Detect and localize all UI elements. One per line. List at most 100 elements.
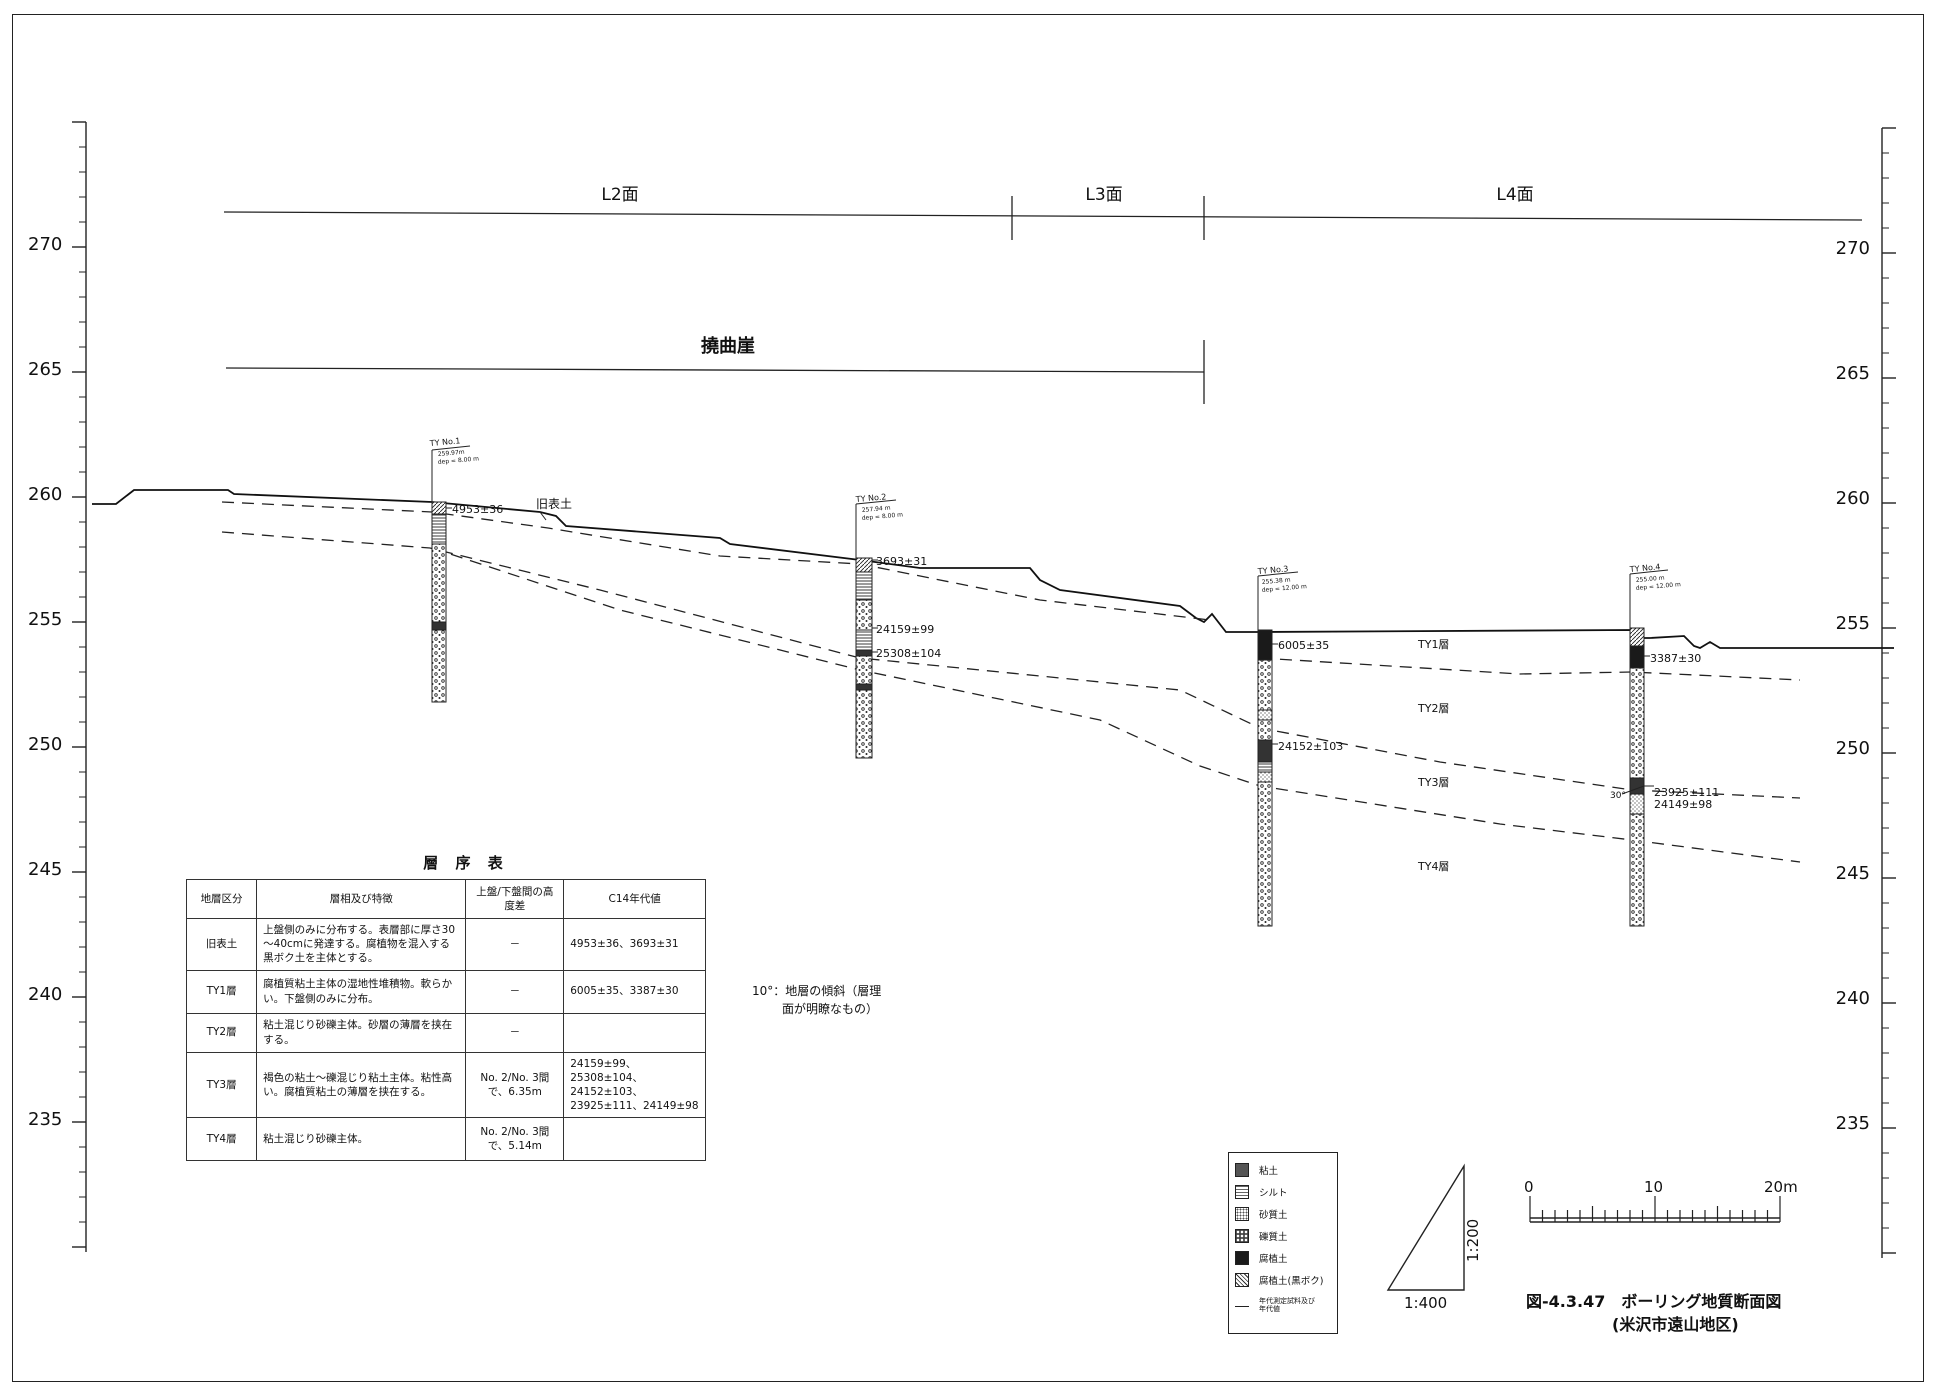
elev-label-250-left: 250 xyxy=(28,734,62,755)
dip-note: 10°：地層の傾斜（層理 面が明瞭なもの） xyxy=(752,982,881,1018)
legend-item-sand: 砂質土 xyxy=(1235,1203,1331,1225)
cell-unit: TY1層 xyxy=(185,969,258,1014)
surface-divisions: L2面 L3面 L4面 xyxy=(223,185,1863,240)
borehole-ty1-depth: dep = 8.00 m xyxy=(438,455,480,466)
age-label-1: 4953±36 xyxy=(452,503,503,516)
borehole-ty4-name: TY No.4 xyxy=(1628,562,1660,574)
cell-desc: 粘土混じり砂礫主体。砂層の薄層を挟在する。 xyxy=(256,1012,467,1053)
borehole-ty2: TY No.2 257.94 m dep = 8.00 m 3693±31 24… xyxy=(854,492,941,759)
figure-caption-title: 図-4.3.47 ボーリング地質断面図 xyxy=(1526,1292,1782,1311)
table-row: TY3層 褐色の粘土～礫混じり粘土主体。粘性高い。腐植質粘土の薄層を挟在する。 … xyxy=(185,1051,706,1119)
borehole-ty1-name: TY No.1 xyxy=(428,436,460,448)
borehole-ty3-elev: 255.38 m xyxy=(1262,577,1291,586)
borehole-ty3-depth: dep = 12.00 m xyxy=(1262,583,1308,594)
scale-bar-label-0: 0 xyxy=(1524,1178,1534,1196)
table-row: TY4層 粘土混じり砂礫主体。 No. 2/No. 3間で、5.14m xyxy=(185,1117,706,1162)
legend-label-kuroboku: 腐植土(黒ボク) xyxy=(1259,1276,1324,1287)
elev-label-235-left: 235 xyxy=(28,1109,62,1130)
legend-label-sample: 年代測定試料及び年代値 xyxy=(1259,1297,1315,1313)
old-topsoil-label: 旧表土 xyxy=(536,497,572,511)
borehole-ty3-name: TY No.3 xyxy=(1256,564,1288,576)
cell-diff: No. 2/No. 3間で、6.35m xyxy=(465,1051,565,1119)
cell-c14: 4953±36、3693±31 xyxy=(563,918,706,971)
boundary-ty1-base xyxy=(1259,657,1801,681)
stratigraphy-table-title: 層 序 表 xyxy=(423,854,509,872)
silt-swatch xyxy=(1235,1185,1249,1199)
legend-item-silt: シルト xyxy=(1235,1181,1331,1203)
elev-label-270-right: 270 xyxy=(1836,238,1870,259)
header-unit: 地層区分 xyxy=(185,879,258,919)
figure-caption-subtitle: (米沢市遠山地区) xyxy=(1612,1315,1739,1335)
cell-unit: TY2層 xyxy=(185,1012,258,1053)
elev-label-240-right: 240 xyxy=(1836,988,1870,1009)
elev-label-260-left: 260 xyxy=(28,484,62,505)
cell-diff: － xyxy=(465,1012,565,1053)
legend-label-clay: 粘土 xyxy=(1259,1166,1279,1177)
sample-marker-dash xyxy=(1235,1305,1249,1307)
scale-horizontal-ratio: 1:400 xyxy=(1404,1294,1447,1312)
borehole-ty1: TY No.1 259.97m dep = 8.00 m 4953±36 旧表土 xyxy=(428,436,572,703)
age-label-6: 24152±103 xyxy=(1278,740,1343,753)
cell-diff: No. 2/No. 3間で、5.14m xyxy=(465,1117,565,1162)
ground-surface-line xyxy=(92,489,1894,649)
elev-label-260-right: 260 xyxy=(1836,488,1870,509)
elev-label-255-right: 255 xyxy=(1836,613,1870,634)
legend-label-humus: 腐植土 xyxy=(1259,1254,1288,1265)
boundary-old-topsoil-base xyxy=(221,501,1211,621)
cell-desc: 褐色の粘土～礫混じり粘土主体。粘性高い。腐植質粘土の薄層を挟在する。 xyxy=(256,1051,467,1119)
borehole-ty2-name: TY No.2 xyxy=(854,492,886,504)
lithology-legend: 粘土 シルト 砂質土 礫質土 腐植土 腐植土(黒ボク) 年代測定試料及び年代値 xyxy=(1228,1152,1338,1334)
flexure-scarp: 撓曲崖 xyxy=(225,335,1205,404)
layer-label-ty4: TY4層 xyxy=(1417,860,1449,873)
gravel-swatch xyxy=(1235,1229,1249,1243)
dip-note-line2: 面が明瞭なもの） xyxy=(782,1002,879,1016)
elev-label-255-left: 255 xyxy=(28,609,62,630)
age-label-7: 3387±30 xyxy=(1650,652,1701,665)
legend-item-clay: 粘土 xyxy=(1235,1159,1331,1181)
drawing-frame xyxy=(12,14,1924,1382)
boundary-ty2-base xyxy=(221,531,1801,799)
header-offset: 上盤/下盤間の高度差 xyxy=(465,879,565,919)
cell-unit: TY4層 xyxy=(185,1117,258,1162)
layer-label-ty2: TY2層 xyxy=(1417,702,1449,715)
cell-diff: － xyxy=(465,918,565,971)
flexure-scarp-label: 撓曲崖 xyxy=(701,335,755,357)
cell-unit: 旧表土 xyxy=(185,918,258,971)
legend-label-silt: シルト xyxy=(1259,1188,1288,1199)
legend-item-kuroboku: 腐植土(黒ボク) xyxy=(1235,1269,1331,1291)
table-header-row: 地層区分 層相及び特徴 上盤/下盤間の高度差 C14年代値 xyxy=(185,879,706,919)
borehole-ty4-depth: dep = 12.00 m xyxy=(1636,581,1682,592)
legend-label-sand: 砂質土 xyxy=(1259,1210,1288,1221)
table-row: TY2層 粘土混じり砂礫主体。砂層の薄層を挟在する。 － xyxy=(185,1012,706,1053)
surface-label-l2: L2面 xyxy=(601,185,638,205)
legend-label-gravel: 礫質土 xyxy=(1259,1232,1288,1243)
borehole-ty4-elev: 255.00 m xyxy=(1636,575,1665,584)
scale-bar-label-20: 20m xyxy=(1764,1178,1798,1196)
age-label-9: 24149±98 xyxy=(1654,798,1712,811)
elev-label-250-right: 250 xyxy=(1836,738,1870,759)
borehole-ty4: TY No.4 255.00 m dep = 12.00 m 3387±30 2… xyxy=(1610,562,1719,927)
elev-label-245-left: 245 xyxy=(28,859,62,880)
cell-desc: 粘土混じり砂礫主体。 xyxy=(256,1117,467,1162)
sand-swatch xyxy=(1235,1207,1249,1221)
stratigraphy-table: 地層区分 層相及び特徴 上盤/下盤間の高度差 C14年代値 旧表土 上盤側のみに… xyxy=(185,879,706,1162)
borehole-ty1-elev: 259.97m xyxy=(438,449,466,458)
elev-label-270-left: 270 xyxy=(28,234,62,255)
cell-c14 xyxy=(563,1012,706,1053)
elevation-axis-left: 270 265 260 255 250 245 240 235 xyxy=(28,121,87,1252)
layer-label-ty3: TY3層 xyxy=(1417,776,1449,789)
clay-swatch xyxy=(1235,1163,1249,1177)
stratigraphy-table-block: 層 序 表 地層区分 層相及び特徴 上盤/下盤間の高度差 C14年代値 旧表土 … xyxy=(185,852,706,1162)
cell-desc: 腐植質粘土主体の湿地性堆積物。軟らかい。下盤側のみに分布。 xyxy=(256,969,467,1014)
layer-label-ty1: TY1層 xyxy=(1417,638,1449,651)
elev-label-265-left: 265 xyxy=(28,359,62,380)
cell-diff: － xyxy=(465,969,565,1014)
cell-c14 xyxy=(563,1117,706,1162)
boundary-ty3-base xyxy=(431,547,1801,863)
elev-label-235-right: 235 xyxy=(1836,1113,1870,1134)
table-row: TY1層 腐植質粘土主体の湿地性堆積物。軟らかい。下盤側のみに分布。 － 600… xyxy=(185,969,706,1014)
borehole-ty2-depth: dep = 8.00 m xyxy=(862,511,904,522)
age-label-4: 25308±104 xyxy=(876,647,941,660)
scale-bar-label-10: 10 xyxy=(1644,1178,1663,1196)
